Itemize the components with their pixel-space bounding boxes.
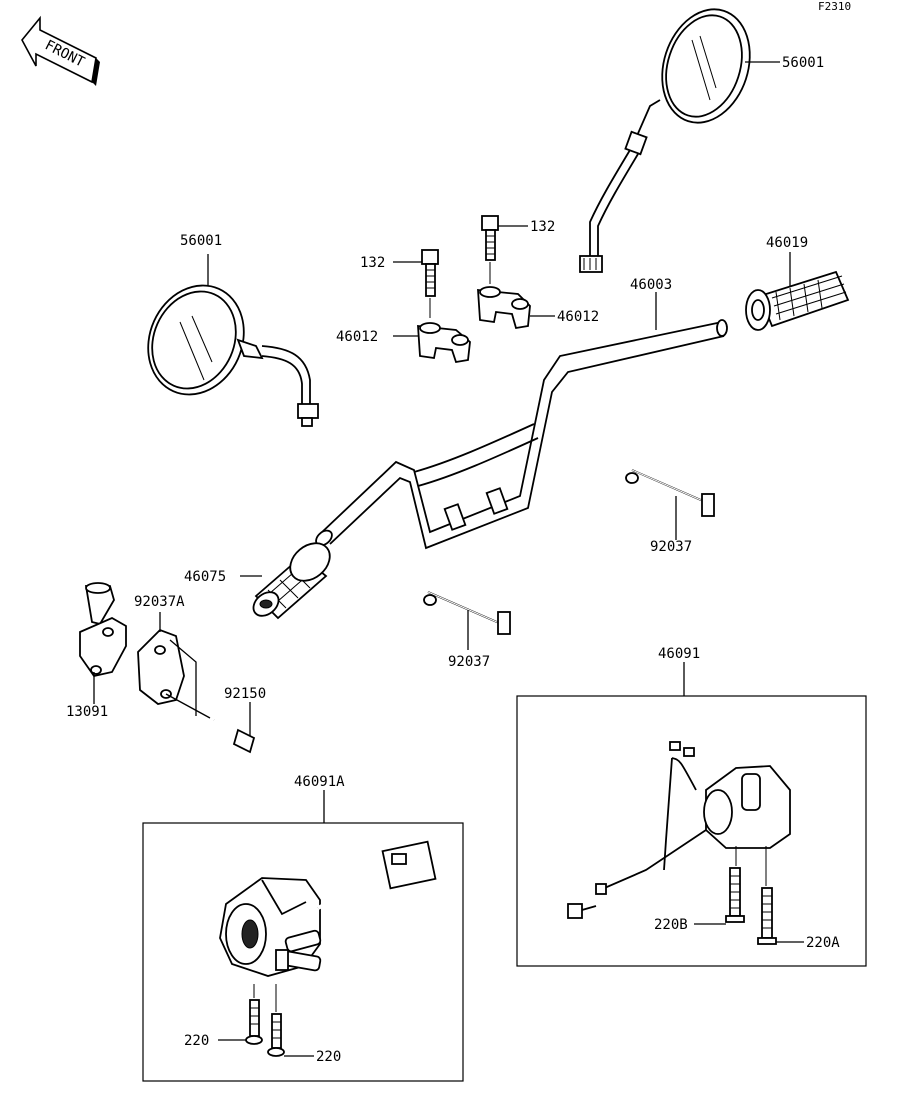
label-220a: 220A	[806, 935, 840, 951]
label-132-right: 132	[530, 219, 555, 235]
bolt-right	[481, 215, 499, 284]
label-92037-right: 92037	[650, 539, 692, 555]
label-46091: 46091	[658, 646, 700, 662]
label-46012-right: 46012	[557, 309, 599, 325]
handlebar	[315, 319, 728, 550]
switch-right	[567, 741, 791, 945]
switch-right-box	[516, 695, 867, 967]
label-92150: 92150	[224, 686, 266, 702]
holder-right	[477, 286, 531, 330]
label-220-2: 220	[316, 1049, 341, 1065]
label-46019: 46019	[766, 235, 808, 251]
switch-left-box	[142, 822, 464, 1082]
grip-left	[252, 542, 331, 620]
cable-left	[423, 591, 511, 635]
label-13091: 13091	[66, 704, 108, 720]
label-92037a: 92037A	[134, 594, 185, 610]
label-92037-left: 92037	[448, 654, 490, 670]
mirror-right	[579, 8, 751, 273]
grip-right	[745, 270, 850, 331]
switch-clamp	[137, 628, 211, 719]
cable-right	[625, 469, 715, 517]
label-220b: 220B	[654, 917, 688, 933]
label-46091a: 46091A	[294, 774, 345, 790]
label-46012-left: 46012	[336, 329, 378, 345]
label-46075: 46075	[184, 569, 226, 585]
label-56001-right: 56001	[782, 55, 824, 71]
mirror-left	[147, 284, 319, 427]
label-56001-left: 56001	[180, 233, 222, 249]
switch-left	[219, 840, 437, 1057]
holder-left	[417, 322, 471, 364]
clamp-bolt	[213, 718, 256, 754]
label-220-1: 220	[184, 1033, 209, 1049]
bolt-left	[421, 249, 439, 318]
label-132-left: 132	[360, 255, 385, 271]
figure-code: F2310	[818, 0, 851, 13]
label-46003: 46003	[630, 277, 672, 293]
front-arrow-icon: FRONT	[21, 15, 100, 86]
lever-bracket	[79, 582, 127, 678]
